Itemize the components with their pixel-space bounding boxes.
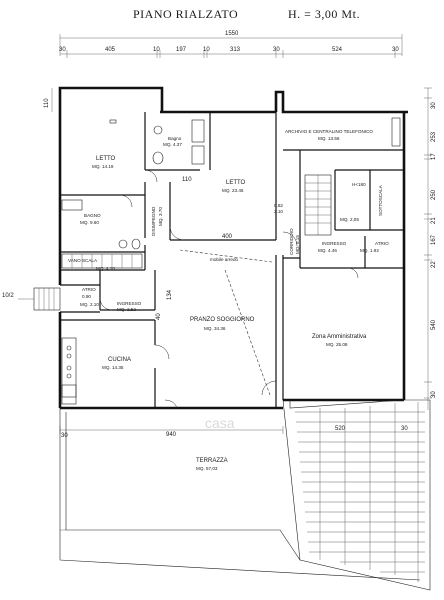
svg-text:110: 110 xyxy=(44,98,50,108)
kitchen-counter xyxy=(61,337,77,405)
len-40: 40 xyxy=(156,313,162,320)
disimpegno-name: DISIMPEGNO xyxy=(151,206,156,236)
mobile-arredo-label: mobile arredo xyxy=(210,257,239,262)
bottom-dim-right-30: 30 xyxy=(401,426,408,432)
bottom-dim-right: 520 xyxy=(335,426,346,432)
bottom-dim-left: 30 xyxy=(61,433,68,439)
right-dim-9: 30 xyxy=(431,391,437,398)
archivio-name: ARCHIVIO E CENTRALINO TELEFONICO xyxy=(285,129,373,134)
top-dimensions: 1550 30 405 10 197 10 313 30 524 30 xyxy=(59,31,403,58)
corridoio-area: MQ. 5.15 xyxy=(295,235,300,254)
top-dim-4: 197 xyxy=(176,47,187,53)
top-dim-8: 524 xyxy=(332,47,343,53)
right-dim-8: 540 xyxy=(431,319,437,330)
vano-scala-area: MQ. 4.10 xyxy=(96,266,115,271)
zona-amm-area: MQ. 25.08 xyxy=(326,342,348,347)
letto1-name: LETTO xyxy=(96,156,116,162)
bagno1-name: Bagno xyxy=(168,136,182,141)
stair-treads xyxy=(61,253,143,269)
right-dim-4: 250 xyxy=(431,189,437,200)
len-400: 400 xyxy=(222,234,233,240)
bottom-dim-mid: 940 xyxy=(166,432,177,438)
w-082: 0.82 xyxy=(274,203,283,208)
ingresso1-name: INGRESSO xyxy=(117,301,142,306)
ingresso2-area: MQ. 4.46 xyxy=(318,248,337,253)
right-dim-3: 17 xyxy=(431,153,437,160)
atrio1-name: ATRIO xyxy=(82,287,96,292)
right-dimensions: 30 253 17 250 21 167 22 540 30 xyxy=(424,87,437,410)
overall-width-dim: 1550 xyxy=(225,31,239,37)
ingresso1-area: MQ. 2.52 xyxy=(117,307,136,312)
pranzo-name: PRANZO SOGGIORNO xyxy=(190,317,255,323)
left-dimension: 110 xyxy=(44,88,53,112)
atrio2-area: MQ. 1.92 xyxy=(360,248,379,253)
right-dim-1: 30 xyxy=(431,102,437,109)
height-label: H. = 3,00 Mt. xyxy=(288,7,360,21)
atrio2-name: ATRIO xyxy=(375,241,389,246)
door-swings xyxy=(99,169,359,409)
terrace: 30 940 520 30 xyxy=(59,399,431,591)
entry-level-label: 10/2 xyxy=(2,293,14,299)
right-dim-7: 22 xyxy=(431,261,437,268)
bagno1-area: MQ. 4.37 xyxy=(163,142,182,147)
terrazza-area: MQ. 57,03 xyxy=(196,466,218,471)
room-labels: LETTO MQ. 14.19 Bagno MQ. 4.37 LETTO MQ.… xyxy=(68,129,389,471)
right-dim-5: 21 xyxy=(431,217,437,224)
pranzo-area: MQ. 34.36 xyxy=(204,326,226,331)
len-134: 134 xyxy=(167,289,173,300)
letto2-name: LETTO xyxy=(226,180,246,186)
sottoscala-area: MQ. 2,05 xyxy=(340,217,359,222)
mobile-arredo-line xyxy=(179,249,273,263)
exterior-walls xyxy=(58,86,408,410)
letto1-area: MQ. 14.19 xyxy=(92,164,114,169)
top-dim-6: 313 xyxy=(230,47,241,53)
terrazza-name: TERRAZZA xyxy=(196,458,228,464)
zona-amm-name: Zona Amministrativa xyxy=(312,334,367,340)
disimpegno-area: MQ. 3.70 xyxy=(158,207,163,226)
cucina-area: MQ. 14.35 xyxy=(102,365,124,370)
top-dim-7: 30 xyxy=(273,47,280,53)
right-dim-2: 253 xyxy=(431,131,437,142)
watermark: casa xyxy=(205,415,235,431)
top-dim-2: 405 xyxy=(105,47,116,53)
bagno2-area: MQ. 9.60 xyxy=(80,220,99,225)
atrio1-area: MQ. 2.10 xyxy=(80,302,99,307)
cucina-name: CUCINA xyxy=(108,357,131,363)
stair-height-label: H<180 xyxy=(352,182,366,187)
top-dim-5: 10 xyxy=(203,47,210,53)
plan-title: PIANO RIALZATO xyxy=(133,7,238,21)
annotations: mobile arredo H<180 400 110 134 40 0.82 … xyxy=(82,177,366,320)
corridoio-name: CORRIDOIO xyxy=(289,228,294,255)
sottoscala-name: SOTTOSCALA xyxy=(378,184,383,216)
right-stair xyxy=(304,174,332,236)
len-110: 110 xyxy=(182,177,192,183)
top-dim-3: 10 xyxy=(153,47,160,53)
ingresso2-name: INGRESSO xyxy=(322,241,347,246)
vano-scala-name: VANO SCALA xyxy=(68,258,98,263)
archivio-area: MQ. 13.56 xyxy=(318,136,340,141)
archivio-cabinet xyxy=(391,117,401,147)
bagno2-name: BAGNO xyxy=(84,213,101,218)
right-dim-6: 167 xyxy=(431,234,437,245)
top-dim-1: 30 xyxy=(59,47,66,53)
letto2-area: MQ. 23.46 xyxy=(222,188,244,193)
interior-walls xyxy=(60,112,404,408)
h-210: 2.10 xyxy=(274,209,283,214)
top-dim-9: 30 xyxy=(392,47,399,53)
entry-steps: 10/2 xyxy=(2,287,61,311)
bathroom-fixtures xyxy=(61,119,205,250)
diagonal-dashed-line xyxy=(224,269,271,396)
w-090: 0.90 xyxy=(82,294,91,299)
